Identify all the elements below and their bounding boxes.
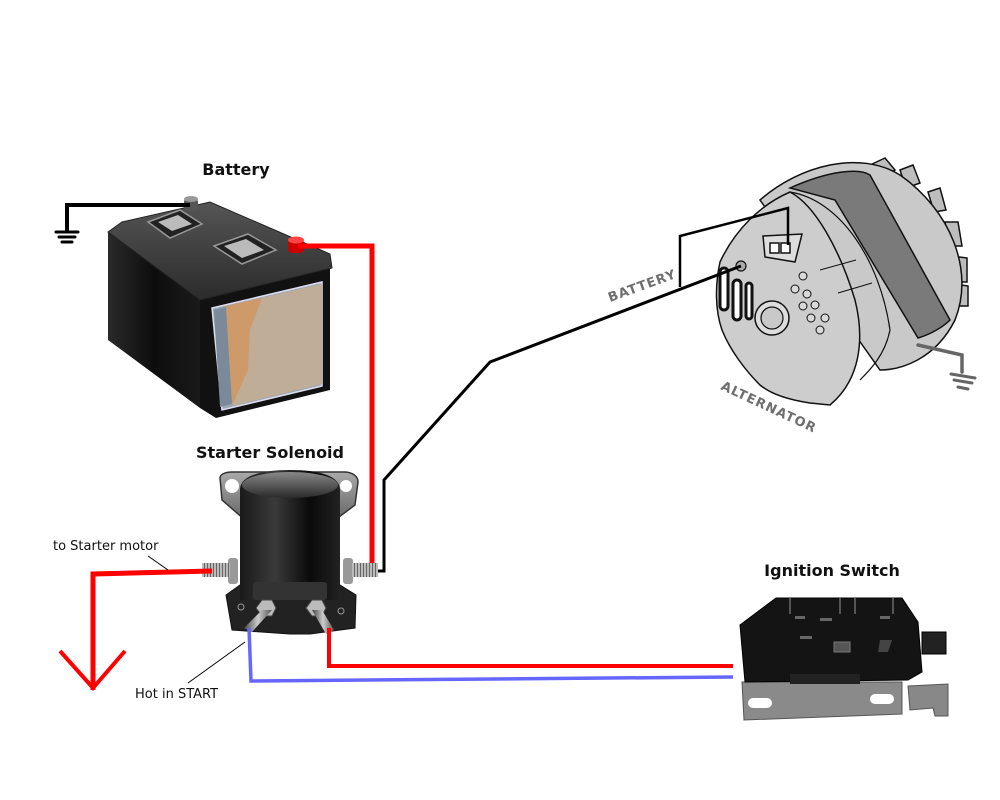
battery-positive-terminal <box>288 236 304 253</box>
battery-case-side <box>108 232 200 408</box>
battery-negative-terminal <box>184 196 198 211</box>
solenoid-cap <box>242 472 338 498</box>
ignition-switch: Ignition Switch <box>739 561 949 721</box>
starter-solenoid: Starter Solenoid <box>196 443 378 635</box>
alternator-holes <box>790 271 830 335</box>
hot-in-start-leader-line <box>187 641 246 684</box>
alternator-battery-terminal-label: BATTERY <box>606 267 678 306</box>
solenoid-battery-stud <box>352 563 378 577</box>
solenoid-body <box>240 470 340 600</box>
wire-solenoid-to-alternator <box>376 264 742 573</box>
battery-label: Battery <box>202 160 270 179</box>
battery-cutaway <box>211 281 323 411</box>
alternator-ground <box>916 343 977 391</box>
battery-vent-caps <box>146 209 278 265</box>
wire-solenoid-to-starter-motor <box>58 568 213 692</box>
bracket-hole <box>340 480 352 492</box>
solenoid-terminal-block <box>253 582 327 600</box>
bracket-hole <box>225 479 239 493</box>
ignition-switch-label: Ignition Switch <box>764 561 900 580</box>
wire-battery-positive-to-solenoid <box>298 243 375 576</box>
wire-ignition-start-to-solenoid-blue <box>247 627 734 683</box>
starter-motor-annotation: to Starter motor <box>53 539 159 554</box>
alternator: ALTERNATOR BATTERY <box>606 157 969 436</box>
alternator-vent-slots <box>718 266 754 322</box>
arrow-down-icon <box>58 649 127 692</box>
hot-in-start-annotation: Hot in START <box>135 687 218 702</box>
battery: Battery <box>107 160 333 418</box>
wire-solenoid-to-ignition-red <box>327 628 733 668</box>
solenoid-s-terminal <box>244 599 277 632</box>
ignition-housing <box>739 597 923 683</box>
ground-symbol-icon <box>949 372 977 391</box>
battery-negative-ground <box>54 203 190 244</box>
starter-motor-leader-line <box>147 555 169 571</box>
wire-alternator-sense <box>678 206 790 287</box>
ground-symbol-icon <box>54 230 80 244</box>
ignition-side-connector <box>921 631 947 655</box>
solenoid-label: Starter Solenoid <box>196 443 344 462</box>
alternator-connector <box>762 233 803 263</box>
